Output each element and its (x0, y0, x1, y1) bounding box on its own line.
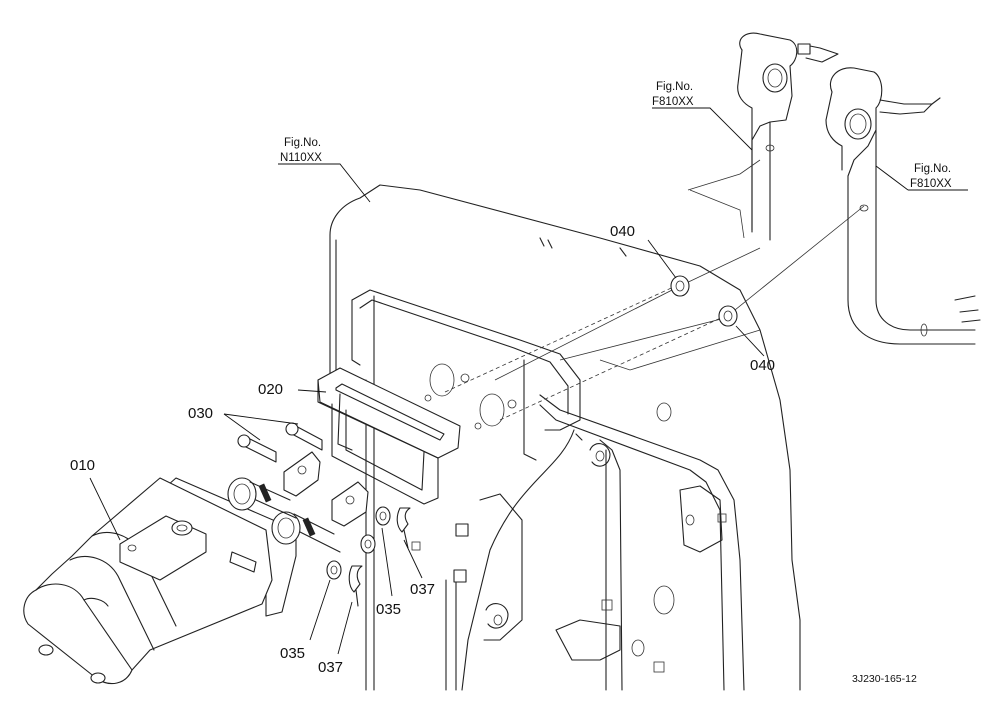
callout-037-right: 037 (410, 581, 435, 598)
frame-panel (329, 184, 801, 691)
callout-035-right: 035 (376, 601, 401, 618)
pedal-assembly (737, 32, 981, 345)
nuts (670, 275, 738, 327)
clevis-pins (237, 422, 323, 463)
master-cylinder (23, 451, 369, 685)
callout-040-right: 040 (750, 357, 775, 374)
ref-n110-number: N110XX (280, 152, 322, 164)
guide-lines (329, 159, 865, 421)
callout-030: 030 (188, 405, 213, 422)
ref-n110-caption: Fig.No. (284, 137, 321, 149)
callout-040-top: 040 (610, 223, 635, 240)
gasket (317, 367, 461, 505)
ref-f810-top-caption: Fig.No. (656, 81, 693, 93)
washers-and-clips (326, 506, 469, 607)
leader-lines (89, 107, 968, 655)
ref-f810-right-number: F810XX (910, 178, 952, 190)
callout-035-left: 035 (280, 645, 305, 662)
ref-f810-top-number: F810XX (652, 96, 694, 108)
callout-037-left: 037 (318, 659, 343, 676)
callout-020: 020 (258, 381, 283, 398)
ref-f810-right-caption: Fig.No. (914, 163, 951, 175)
callout-010: 010 (70, 457, 95, 474)
drawing-code: 3J230-165-12 (852, 673, 917, 685)
